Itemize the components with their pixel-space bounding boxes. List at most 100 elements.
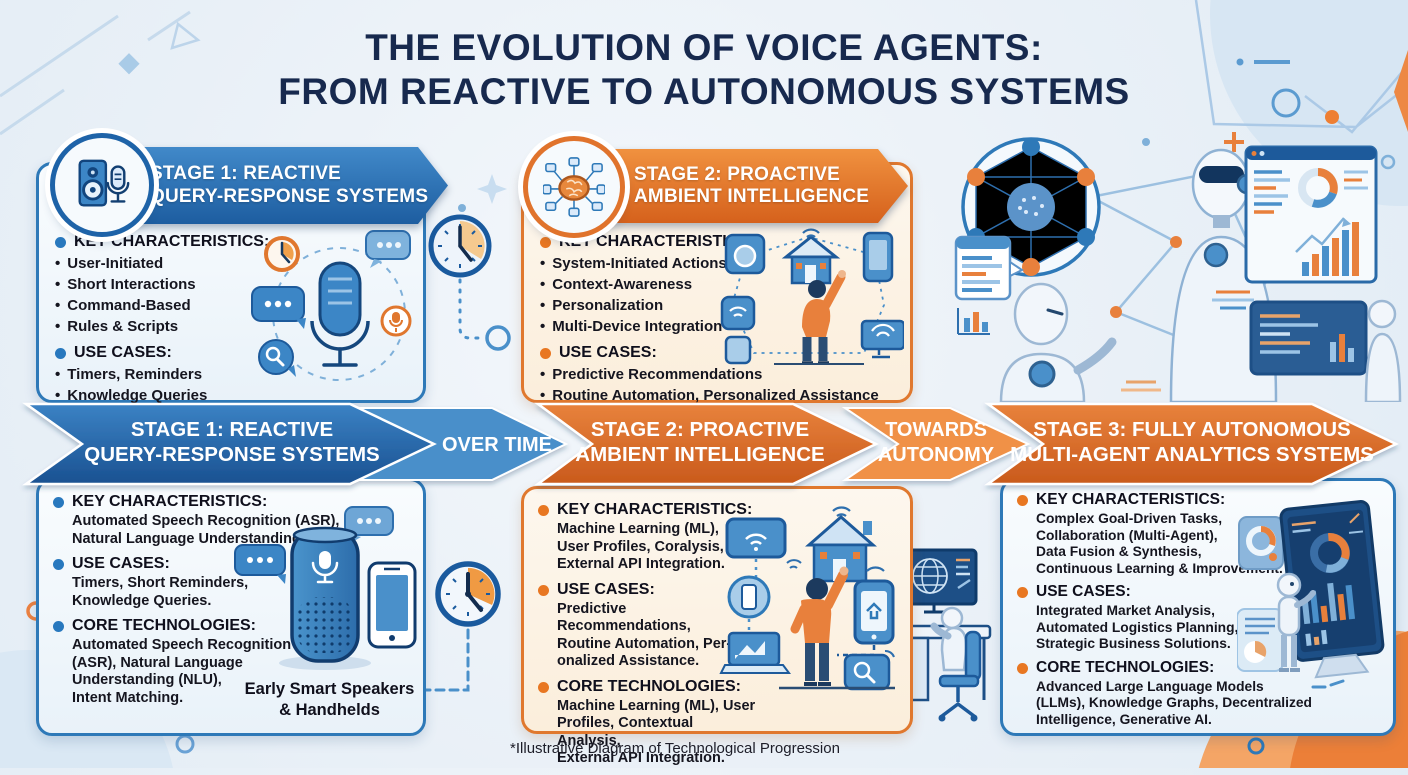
- sparkle-icon: [477, 174, 507, 204]
- stage1b-use-cases-section: USE CASES: Timers, Short Reminders, Know…: [53, 555, 383, 610]
- section-body: Complex Goal-Driven Tasks, Collaboration…: [1036, 511, 1283, 576]
- timeline-stage1-label-line2: QUERY-RESPONSE SYSTEMS: [84, 443, 379, 466]
- bullet-dot: [53, 497, 64, 508]
- page-title: THE EVOLUTION OF VOICE AGENTS: FROM REAC…: [278, 27, 1130, 112]
- top-clock-connector: [428, 174, 511, 351]
- timeline-stage2-label-line1: STAGE 2: PROACTIVE: [591, 418, 809, 441]
- list-item: System-Initiated Actions: [540, 253, 902, 274]
- section-items: User-Initiated Short Interactions Comman…: [55, 253, 415, 337]
- towards-autonomy-label-line1: TOWARDS: [885, 419, 987, 441]
- section-heading: KEY CHARACTERISTICS:: [72, 493, 268, 510]
- list-item: Short Interactions: [55, 274, 415, 295]
- stage2-top-panel: KEY CHARACTERISTICS: System-Initiated Ac…: [521, 162, 913, 406]
- section-body: Integrated Market Analysis, Automated Lo…: [1036, 603, 1239, 652]
- stage1b-core-technologies-section: CORE TECHNOLOGIES: Automated Speech Reco…: [53, 617, 383, 707]
- section-body: Advanced Large Language Models (LLMs), K…: [1036, 678, 1312, 727]
- section-items: System-Initiated Actions Context-Awarene…: [540, 253, 902, 337]
- smart-speaker-microphone-icon: [78, 159, 130, 207]
- stage1-badge: [50, 133, 154, 237]
- list-item: Command-Based: [55, 295, 415, 316]
- section-heading: USE CASES:: [72, 555, 170, 573]
- stage2-key-characteristics-section: KEY CHARACTERISTICS: System-Initiated Ac…: [540, 233, 902, 337]
- microphone-chat-bubbles-illustration: [251, 230, 412, 381]
- bullet-dot: [53, 621, 64, 633]
- section-items: Predictive Recommendations Routine Autom…: [540, 364, 902, 406]
- towards-autonomy-arrow: [841, 407, 1031, 481]
- bullet-dot: [53, 559, 64, 571]
- stage2b-key-characteristics-section: KEY CHARACTERISTICS: Machine Learning (M…: [538, 501, 756, 574]
- stage2b-use-cases-section: USE CASES: Predictive Recommendations, R…: [538, 581, 756, 671]
- stage1b-key-characteristics-section: KEY CHARACTERISTICS: Automated Speech Re…: [53, 493, 383, 548]
- stage1-use-cases-section: USE CASES: Timers, Reminders Knowledge Q…: [55, 344, 415, 406]
- bullet-dot: [538, 584, 549, 596]
- bullet-dot: [55, 348, 66, 359]
- section-heading: CORE TECHNOLOGIES:: [1036, 658, 1215, 676]
- timeline-stage3-arrow: [984, 402, 1399, 486]
- stage3b-use-cases-section: USE CASES: Integrated Market Analysis, A…: [1017, 583, 1317, 653]
- operator-at-desk-monitor-illustration: [892, 548, 992, 722]
- section-heading: USE CASES:: [74, 344, 172, 361]
- person-smart-devices-illustration: [719, 506, 895, 691]
- section-body: Machine Learning (ML), User Profiles, Co…: [557, 697, 756, 767]
- section-body: Automated Speech Recognition (ASR), Natu…: [72, 637, 292, 706]
- smart-speaker-and-phone-illustration: [234, 506, 417, 670]
- stage2-header-label: STAGE 2: PROACTIVE AMBIENT INTELLIGENCE: [634, 163, 870, 207]
- stage3-bottom-box: KEY CHARACTERISTICS: Complex Goal-Driven…: [1000, 478, 1396, 736]
- bullet-dot: [540, 237, 551, 248]
- section-heading: KEY CHARACTERISTICS:: [559, 233, 755, 250]
- timeline-stage2-arrow: [534, 402, 879, 486]
- stage1-key-characteristics-section: KEY CHARACTERISTICS: User-Initiated Shor…: [55, 233, 415, 337]
- stage2-header-banner: STAGE 2: PROACTIVE AMBIENT INTELLIGENCE: [576, 149, 908, 223]
- stage1-bottom-box: KEY CHARACTERISTICS: Automated Speech Re…: [36, 478, 426, 736]
- section-body: Automated Speech Recognition (ASR), Natu…: [72, 513, 340, 547]
- bullet-dot: [55, 237, 66, 248]
- section-heading: CORE TECHNOLOGIES:: [72, 617, 257, 635]
- section-items: Timers, Reminders Knowledge Queries: [55, 364, 415, 406]
- bottom-clock-connector: [424, 561, 501, 692]
- robot-analytics-monitor-illustration: [1237, 500, 1385, 689]
- timeline-stage3-label-line1: STAGE 3: FULLY AUTONOMOUS: [1033, 418, 1350, 441]
- section-heading: USE CASES:: [559, 344, 657, 361]
- stage2-bottom-box: KEY CHARACTERISTICS: Machine Learning (M…: [521, 486, 913, 766]
- list-item: Personalization: [540, 295, 902, 316]
- timeline-stage1-arrow: [22, 402, 437, 486]
- timeline-arrows: STAGE 1: REACTIVE QUERY-RESPONSE SYSTEMS…: [22, 402, 1399, 486]
- bullet-dot: [538, 505, 549, 516]
- stage2-use-cases-section: USE CASES: Predictive Recommendations Ro…: [540, 344, 902, 406]
- bullet-dot: [1017, 495, 1028, 506]
- list-item: User-Initiated: [55, 253, 415, 274]
- section-body: Timers, Short Reminders, Knowledge Queri…: [72, 575, 249, 609]
- section-heading: KEY CHARACTERISTICS:: [1036, 491, 1226, 508]
- list-item: Context-Awareness: [540, 274, 902, 295]
- bullet-dot: [1017, 587, 1028, 599]
- stage3b-core-technologies-section: CORE TECHNOLOGIES: Advanced Large Langua…: [1017, 659, 1317, 729]
- stage3b-key-characteristics-section: KEY CHARACTERISTICS: Complex Goal-Driven…: [1017, 491, 1317, 577]
- stage1-header-label: STAGE 1: REACTIVE QUERY-RESPONSE SYSTEMS: [150, 163, 429, 207]
- section-body: Predictive Recommendations, Routine Auto…: [557, 600, 732, 670]
- list-item: Predictive Recommendations: [540, 364, 902, 385]
- stage2-badge: [523, 136, 625, 238]
- footer-note: *Illustrative Diagram of Technological P…: [510, 740, 840, 757]
- bullet-dot: [538, 681, 549, 693]
- list-item: Rules & Scripts: [55, 316, 415, 337]
- section-heading: CORE TECHNOLOGIES:: [557, 677, 742, 695]
- timeline-stage1-label-line1: STAGE 1: REACTIVE: [131, 418, 333, 441]
- section-heading: USE CASES:: [1036, 583, 1131, 601]
- list-item: Knowledge Queries: [55, 385, 415, 406]
- list-item: Multi-Device Integration: [540, 316, 902, 337]
- section-heading: USE CASES:: [557, 580, 655, 598]
- bullet-dot: [540, 348, 551, 359]
- section-heading: KEY CHARACTERISTICS:: [74, 233, 270, 250]
- section-heading: KEY CHARACTERISTICS:: [557, 501, 753, 518]
- plus-icon: [1224, 132, 1244, 152]
- person-smart-home-devices-illustration: [720, 228, 904, 365]
- timeline-stage3-label-line2: MULTI-AGENT ANALYTICS SYSTEMS: [1010, 443, 1374, 466]
- timeline-stage2-label-line2: AMBIENT INTELLIGENCE: [575, 443, 824, 466]
- stage1-bottom-caption: Early Smart Speakers & Handhelds: [244, 680, 415, 719]
- over-time-label: OVER TIME: [442, 434, 552, 456]
- robots-analytics-dashboard-illustration: [954, 132, 1402, 402]
- stage2b-core-technologies-section: CORE TECHNOLOGIES: Machine Learning (ML)…: [538, 678, 756, 768]
- brain-device-network-icon: [543, 157, 605, 217]
- list-item: Routine Automation, Personalized Assista…: [540, 385, 902, 406]
- towards-autonomy-label-line2: AUTONOMY: [878, 444, 995, 466]
